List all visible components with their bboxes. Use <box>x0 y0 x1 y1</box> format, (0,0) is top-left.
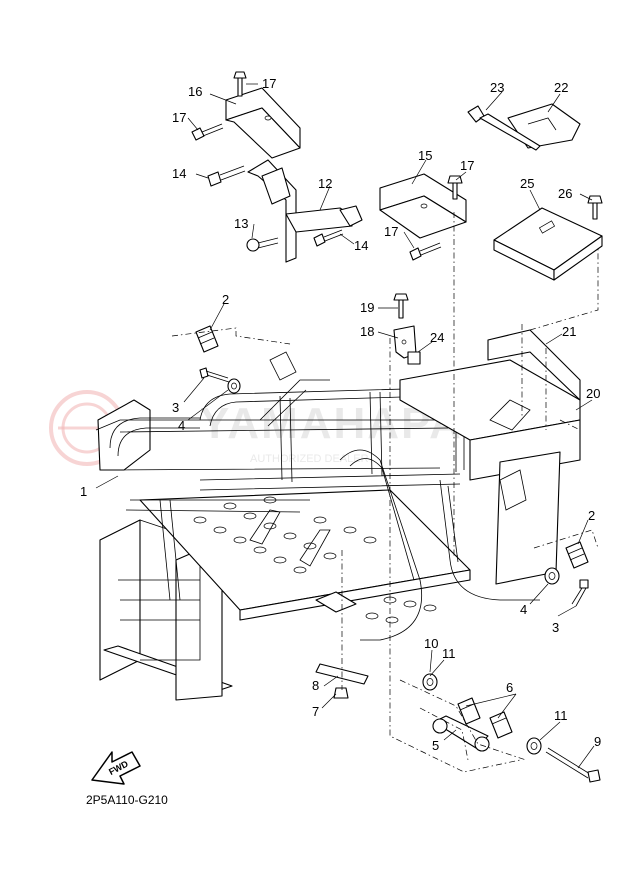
tool-and-bag <box>467 103 581 151</box>
callout-17-lower: 17 <box>384 224 398 239</box>
callout-24: 24 <box>430 330 444 345</box>
callout-25: 25 <box>520 176 534 191</box>
forward-arrow-icon: FWD <box>91 751 141 785</box>
callout-8: 8 <box>312 678 319 693</box>
callout-11-upper: 11 <box>442 646 456 661</box>
callout-4-left: 4 <box>178 418 185 433</box>
callout-4-right: 4 <box>520 602 527 617</box>
callout-18: 18 <box>360 324 374 339</box>
callouts: 1 2 2 3 3 4 4 5 6 7 8 9 10 11 11 12 13 1… <box>80 76 601 753</box>
callout-23: 23 <box>490 80 504 95</box>
callout-16: 16 <box>188 84 202 99</box>
callout-5: 5 <box>432 738 439 753</box>
callout-21: 21 <box>562 324 576 339</box>
callout-7: 7 <box>312 704 319 719</box>
callout-2-left: 2 <box>222 292 229 307</box>
callout-3-right: 3 <box>552 620 559 635</box>
reference-lines <box>171 212 599 773</box>
cover-plate-assembly <box>493 195 603 281</box>
callout-20: 20 <box>586 386 600 401</box>
callout-15: 15 <box>418 148 432 163</box>
callout-13: 13 <box>234 216 248 231</box>
callout-14-left: 14 <box>172 166 186 181</box>
callout-2-right: 2 <box>588 508 595 523</box>
callout-19: 19 <box>360 300 374 315</box>
right-mount-parts <box>544 541 589 607</box>
callout-6: 6 <box>506 680 513 695</box>
left-mount-parts <box>195 325 241 394</box>
callout-26: 26 <box>558 186 572 201</box>
callout-9: 9 <box>594 734 601 749</box>
callout-11-lower: 11 <box>554 708 568 723</box>
drawing-code: 2P5A110-G210 <box>86 793 168 807</box>
callout-14-right: 14 <box>354 238 368 253</box>
callout-22: 22 <box>554 80 568 95</box>
small-bracket-assembly <box>393 293 421 365</box>
leader-lines <box>95 83 595 769</box>
callout-12: 12 <box>318 176 332 191</box>
upper-right-bracket-assembly <box>379 173 467 261</box>
lower-right-mount-assembly <box>422 673 601 783</box>
watermark-subtext: AUTHORIZED DEALER <box>250 453 369 465</box>
callout-3-left: 3 <box>172 400 179 415</box>
callout-17-left: 17 <box>172 110 186 125</box>
callout-17-right: 17 <box>460 158 474 173</box>
main-frame <box>95 329 581 701</box>
callout-10: 10 <box>424 636 438 651</box>
callout-1: 1 <box>80 484 87 499</box>
callout-17-top: 17 <box>262 76 276 91</box>
upper-left-bracket-assembly <box>191 71 363 263</box>
